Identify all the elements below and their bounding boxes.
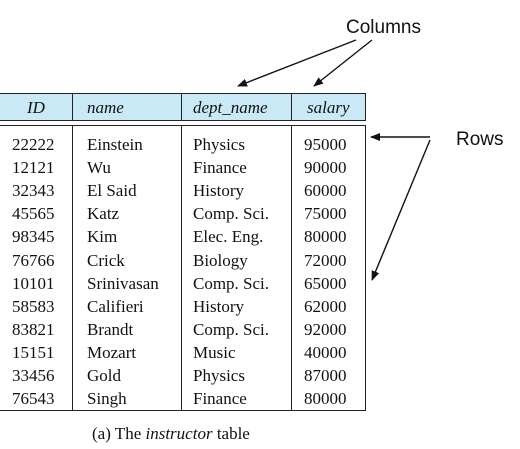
cell-name: Califieri: [87, 296, 144, 316]
cell-dept-name: Music: [193, 342, 236, 362]
cell-name: Crick: [87, 250, 125, 270]
column-header-salary: salary: [307, 98, 350, 117]
cell-id: 12121: [12, 158, 55, 178]
rows-arrow-seventh-row: [371, 139, 431, 281]
column-divider: [72, 126, 73, 410]
cell-dept-name: Physics: [193, 366, 245, 385]
cell-salary: 62000: [304, 296, 347, 316]
cell-salary: 80000: [304, 389, 347, 409]
rows-label: Rows: [456, 129, 504, 150]
column-header-dept-name: dept_name: [193, 98, 268, 117]
header-divider: [291, 94, 292, 120]
caption-suffix: table: [212, 424, 250, 443]
cell-salary: 80000: [304, 227, 347, 247]
columns-arrow-salary: [313, 39, 373, 87]
cell-dept-name: Comp. Sci.: [193, 204, 270, 224]
cell-name: Brandt: [87, 319, 134, 339]
cell-id: 10101: [12, 273, 55, 293]
cell-id: 22222: [12, 135, 55, 154]
cell-id: 32343: [12, 181, 55, 201]
columns-arrow-dept-name: [237, 39, 357, 87]
cell-name: Mozart: [87, 342, 137, 362]
column-divider: [181, 126, 182, 410]
cell-dept-name: History: [193, 181, 244, 201]
cell-id: 58583: [12, 296, 55, 316]
cell-id: 45565: [12, 204, 55, 224]
cell-salary: 40000: [304, 342, 347, 362]
cell-id: 83821: [12, 319, 55, 339]
cell-dept-name: Physics: [193, 135, 245, 154]
cell-name: Wu: [87, 158, 111, 178]
header-divider: [72, 94, 73, 120]
column-divider: [291, 126, 292, 410]
cell-dept-name: Biology: [193, 250, 248, 270]
cell-salary: 87000: [304, 366, 347, 385]
column-header-name: name: [87, 98, 124, 117]
cell-salary: 92000: [304, 319, 347, 339]
cell-salary: 75000: [304, 204, 347, 224]
table-header-row: ID name dept_name salary: [0, 93, 366, 121]
columns-label: Columns: [346, 17, 421, 38]
figure-caption: (a) The instructor table: [92, 424, 250, 444]
cell-salary: 72000: [304, 250, 347, 270]
header-divider: [181, 94, 182, 120]
cell-salary: 65000: [304, 273, 347, 293]
cell-dept-name: Comp. Sci.: [193, 273, 270, 293]
cell-dept-name: Finance: [193, 389, 247, 409]
cell-id: 15151: [12, 342, 55, 362]
cell-id: 76766: [12, 250, 55, 270]
cell-id: 76543: [12, 389, 55, 409]
cell-dept-name: Comp. Sci.: [193, 319, 270, 339]
cell-dept-name: Elec. Eng.: [193, 227, 264, 247]
cell-id: 33456: [12, 366, 55, 385]
cell-salary: 60000: [304, 181, 347, 201]
cell-name: Kim: [87, 227, 118, 247]
cell-id: 98345: [12, 227, 55, 247]
cell-name: Einstein: [87, 135, 143, 154]
cell-name: Katz: [87, 204, 120, 224]
cell-dept-name: Finance: [193, 158, 247, 178]
cell-name: Srinivasan: [87, 273, 159, 293]
cell-name: Singh: [87, 389, 127, 409]
cell-name: El Said: [87, 181, 137, 201]
cell-salary: 95000: [304, 135, 347, 154]
cell-dept-name: History: [193, 296, 244, 316]
caption-emphasis: instructor: [145, 424, 213, 443]
column-header-id: ID: [27, 98, 45, 117]
cell-name: Gold: [87, 366, 121, 385]
cell-salary: 90000: [304, 158, 347, 178]
caption-prefix: (a) The: [92, 424, 146, 443]
